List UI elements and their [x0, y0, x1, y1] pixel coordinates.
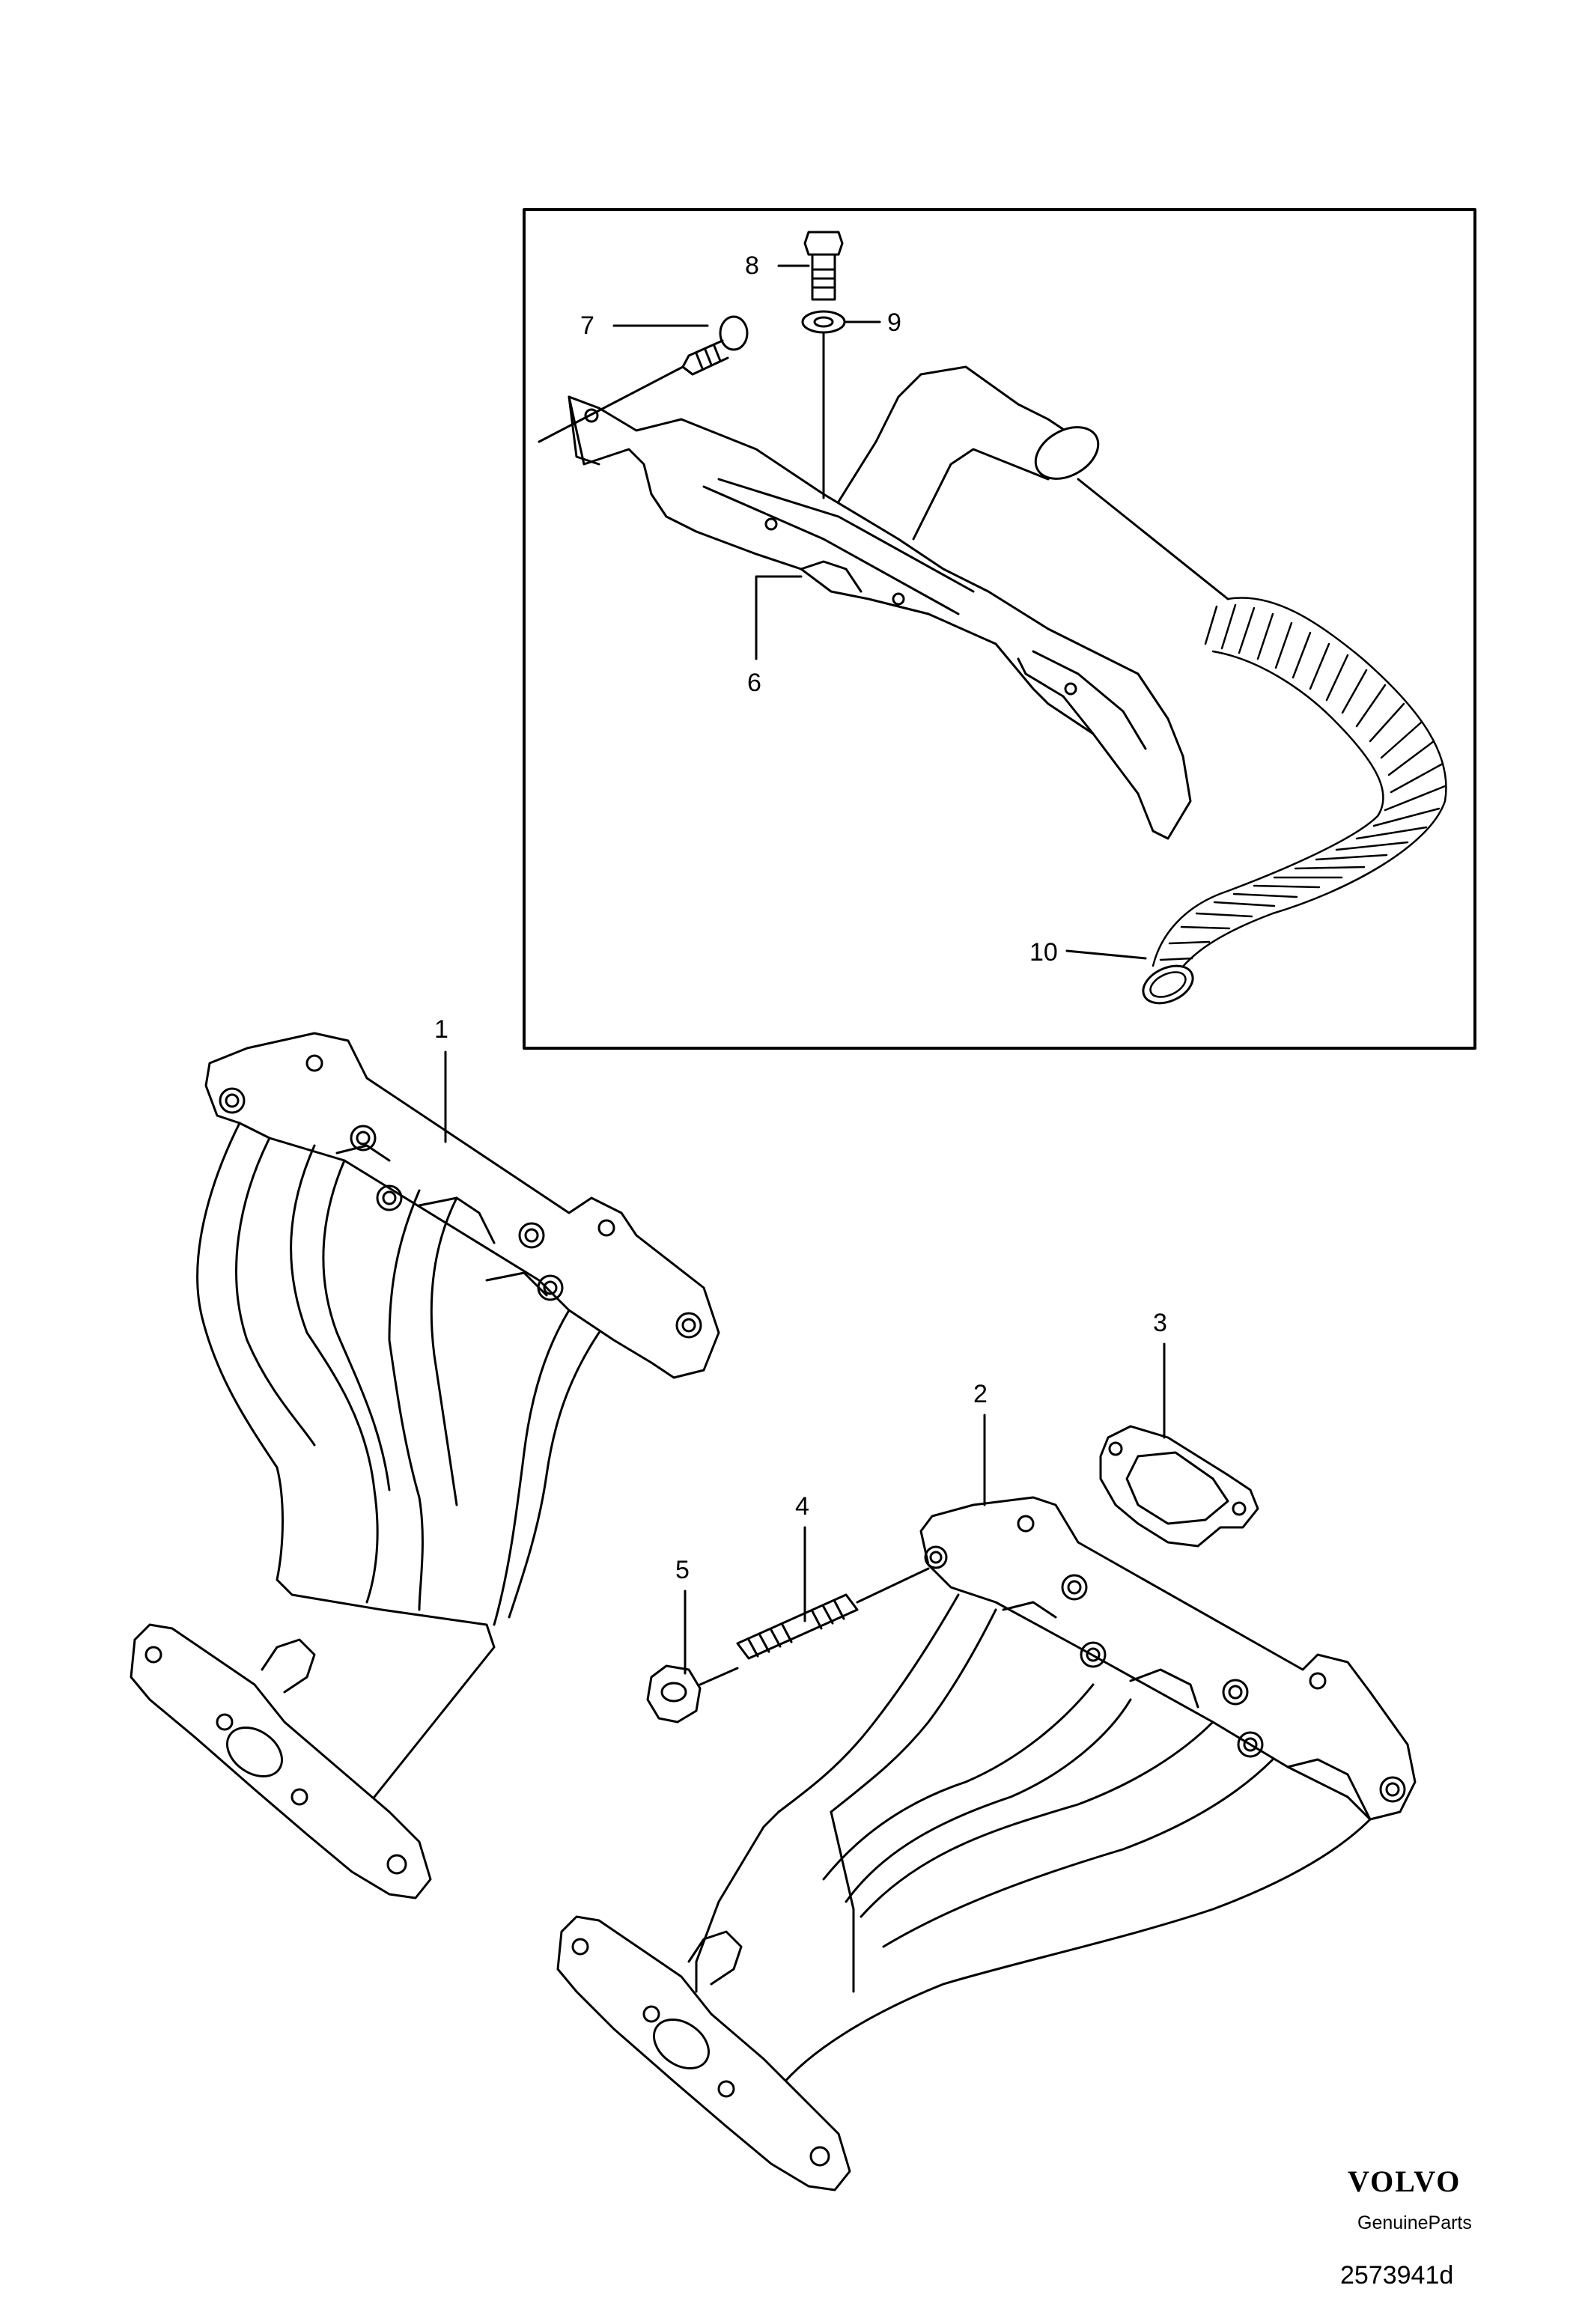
diagram-reference-number: 2573941d	[1340, 2261, 1454, 2290]
leader-6	[755, 575, 803, 660]
callout-4: 4	[795, 1492, 809, 1521]
callout-3: 3	[1153, 1309, 1167, 1337]
callout-6: 6	[747, 669, 761, 697]
callout-2: 2	[973, 1380, 988, 1408]
elbow-pipe	[837, 365, 1229, 600]
callout-10: 10	[1029, 938, 1058, 967]
inset-frame	[523, 208, 1476, 1050]
exhaust-manifold-part-2	[556, 1496, 1417, 2191]
washer-part-9	[801, 310, 846, 499]
exhaust-manifold-part-1	[130, 1032, 720, 1899]
brand-logo-text: VOLVO	[1348, 2165, 1461, 2198]
heat-shield-part-6	[568, 395, 1192, 840]
bolt-part-8	[803, 231, 844, 301]
callout-8: 8	[745, 252, 759, 280]
callout-1: 1	[434, 1015, 448, 1044]
callout-9: 9	[887, 308, 901, 337]
bolt-part-7	[538, 315, 749, 443]
callout-7: 7	[580, 311, 594, 340]
leader-10	[1065, 949, 1147, 960]
gasket-part-3	[1099, 1425, 1259, 1548]
callout-5: 5	[675, 1556, 690, 1584]
flexible-hose-part-10	[1142, 597, 1447, 1005]
nut-part-5	[646, 1664, 739, 1724]
brand-tagline: GenuineParts	[1357, 2212, 1472, 2233]
stud-part-4	[736, 1567, 930, 1660]
